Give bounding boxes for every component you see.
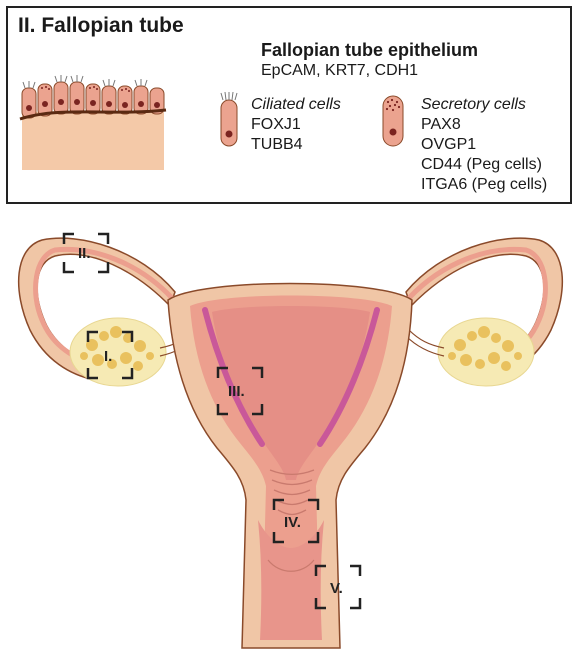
secretory-cell-icon — [382, 95, 404, 147]
secretory-cells-legend: Secretory cells PAX8 OVGP1 CD44 (Peg cel… — [421, 95, 547, 195]
secretory-marker: OVGP1 — [421, 136, 477, 153]
secretory-marker: CD44 (Peg cells) — [421, 156, 542, 173]
region-label-cervix-lower: V. — [330, 580, 343, 597]
epithelium-markers: EpCAM, KRT7, CDH1 — [261, 62, 419, 79]
secretory-cells-heading: Secretory cells — [421, 96, 526, 113]
ciliated-marker: FOXJ1 — [251, 116, 301, 133]
ciliated-cells-legend: Ciliated cells FOXJ1 TUBB4 — [251, 95, 341, 155]
fallopian-tube-panel: II. Fallopian tube Fallopian tube epithe… — [6, 6, 572, 204]
ovary-left-follicles — [80, 326, 154, 371]
basement-membrane — [19, 108, 167, 121]
uterine-cavity — [212, 306, 370, 480]
cervix — [258, 520, 324, 640]
epithelium-title: Fallopian tube epithelium — [261, 40, 479, 60]
endometrium-left — [202, 307, 265, 447]
region-label-endometrium: III. — [228, 383, 245, 400]
ciliated-cell-icon — [220, 91, 238, 147]
region-label-ovary: I. — [104, 348, 112, 365]
cervical-canal — [269, 469, 315, 516]
region-label-tube: II. — [78, 245, 91, 262]
region-marker-ovary — [86, 330, 134, 380]
epithelial-cells — [21, 75, 165, 119]
region-marker-tube — [62, 232, 110, 274]
epithelium-illustration — [19, 75, 167, 170]
secretory-marker: PAX8 — [421, 116, 461, 133]
region-marker-cervix-lower — [314, 564, 362, 610]
secretory-marker: ITGA6 (Peg cells) — [421, 176, 548, 193]
stroma-tissue — [22, 112, 164, 170]
reproductive-tract — [18, 237, 563, 649]
ciliated-cells-heading: Ciliated cells — [251, 96, 341, 113]
panel-title: II. Fallopian tube — [18, 14, 184, 37]
region-label-cervix-upper: IV. — [284, 514, 301, 531]
region-marker-cervix-upper — [272, 498, 320, 544]
ovary-right-follicles — [448, 326, 522, 371]
ciliated-marker: TUBB4 — [251, 136, 303, 153]
endometrium-right — [317, 307, 380, 447]
region-marker-endometrium — [216, 366, 264, 416]
